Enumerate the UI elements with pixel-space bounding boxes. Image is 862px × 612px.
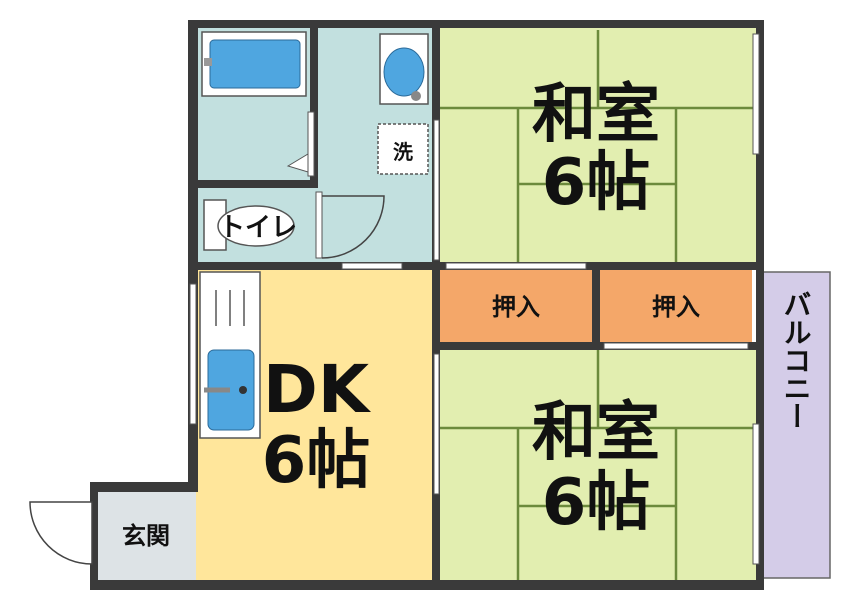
toilet-fixture xyxy=(203,199,295,251)
washitsu-bottom-name: 和室 xyxy=(532,396,660,470)
windows xyxy=(189,33,760,565)
dk-size: 6帖 xyxy=(262,424,371,498)
sliding-doors xyxy=(341,119,749,495)
tatami-lines-top xyxy=(440,30,756,262)
bath-door-panel xyxy=(307,111,315,177)
washitsu-top-size: 6帖 xyxy=(542,146,651,220)
oshiire-left-label: 押入 xyxy=(492,293,540,321)
tatami-lines-bottom xyxy=(440,350,756,582)
entrance-door xyxy=(29,501,93,565)
wash-basin xyxy=(379,33,429,105)
dk-name: DK xyxy=(263,351,372,428)
washitsu-top-name: 和室 xyxy=(532,78,660,152)
wash-label: 洗 xyxy=(393,140,413,164)
oshiire-left-floor xyxy=(440,270,592,342)
oshiire-right-label: 押入 xyxy=(652,293,700,321)
genkan-floor xyxy=(96,490,196,584)
genkan-label: 玄関 xyxy=(122,522,170,550)
toilet-label: トイレ xyxy=(219,213,297,243)
toilet-door xyxy=(315,191,385,259)
washitsu-bottom-size: 6帖 xyxy=(542,466,651,540)
oshiire-right-floor xyxy=(600,270,752,342)
balcony xyxy=(761,271,831,579)
washing-machine: 洗 xyxy=(377,123,429,175)
bathtub xyxy=(201,31,307,97)
balcony-label: バルコニー xyxy=(780,290,813,430)
kitchen-counter xyxy=(199,271,261,439)
